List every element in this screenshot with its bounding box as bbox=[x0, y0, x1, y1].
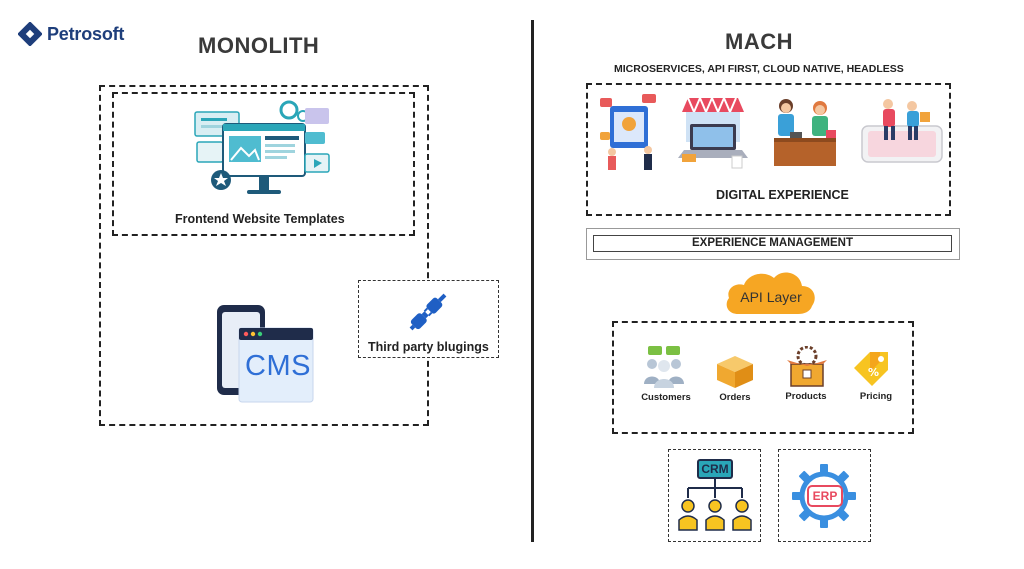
mobile-shopping-illustration-icon bbox=[861, 99, 943, 163]
brand-logo: Petrosoft bbox=[18, 22, 124, 46]
mach-title: MACH bbox=[725, 29, 793, 54]
orders-box-icon bbox=[717, 356, 753, 388]
service-label-products: Products bbox=[785, 391, 827, 402]
cms-illustration: CMS bbox=[215, 303, 315, 403]
service-label-pricing: Pricing bbox=[859, 391, 893, 402]
erp-gear-icon bbox=[792, 464, 856, 528]
customers-icon bbox=[644, 346, 684, 388]
plug-icon bbox=[409, 293, 447, 331]
cms-label: CMS bbox=[245, 350, 311, 382]
products-box-icon bbox=[787, 346, 827, 387]
monolith-title: MONOLITH bbox=[198, 33, 320, 58]
crm-org-chart-icon bbox=[678, 459, 752, 531]
center-divider bbox=[531, 20, 534, 542]
erp-label: ERP bbox=[812, 489, 838, 503]
website-templates-illustration-icon bbox=[194, 100, 330, 194]
crm-label: CRM bbox=[701, 462, 729, 476]
online-shop-illustration-icon bbox=[678, 95, 748, 169]
api-layer-label: API Layer bbox=[740, 289, 802, 305]
erp-box bbox=[778, 449, 871, 542]
petrosoft-logo-icon bbox=[18, 22, 42, 46]
api-layer-cloud-icon bbox=[726, 272, 815, 314]
microservices-box bbox=[612, 321, 914, 434]
crm-box bbox=[668, 449, 761, 542]
plugins-box bbox=[358, 280, 499, 358]
third-party-plugins-label: Third party blugings bbox=[368, 340, 489, 354]
experience-management-outer bbox=[586, 228, 960, 260]
social-media-illustration-icon bbox=[600, 94, 656, 170]
brand-name: Petrosoft bbox=[47, 23, 125, 44]
svg-text:%: % bbox=[868, 366, 879, 379]
digital-experience-label: DIGITAL EXPERIENCE bbox=[716, 188, 849, 202]
price-tag-icon: % bbox=[854, 352, 888, 386]
cms-icon bbox=[217, 305, 314, 403]
digital-experience-box bbox=[586, 83, 951, 216]
mach-subtitle: MICROSERVICES, API FIRST, CLOUD NATIVE, … bbox=[614, 63, 904, 75]
checkout-counter-illustration-icon bbox=[774, 99, 836, 166]
frontend-box bbox=[112, 92, 415, 236]
service-label-customers: Customers bbox=[641, 392, 691, 403]
monolith-outer-box bbox=[99, 85, 429, 426]
service-label-orders: Orders bbox=[719, 392, 751, 403]
experience-management-label: EXPERIENCE MANAGEMENT bbox=[593, 235, 952, 252]
frontend-templates-label: Frontend Website Templates bbox=[175, 212, 345, 226]
